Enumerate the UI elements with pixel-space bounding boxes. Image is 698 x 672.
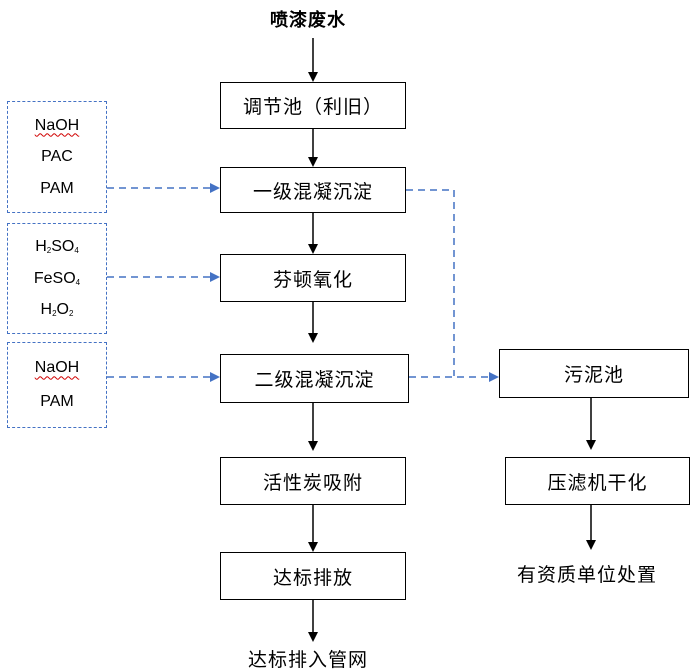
reagent-group-2: H2SO4 FeSO4 H2O2 xyxy=(7,223,107,334)
output-sludge: 有资质单位处置 xyxy=(517,564,658,586)
reagent-h2o2: H2O2 xyxy=(40,300,74,318)
reagent-naoh-2: NaOH xyxy=(34,359,80,377)
filter-press-drying: 压滤机干化 xyxy=(505,457,690,505)
diagram-title: 喷漆废水 xyxy=(270,10,346,31)
reagent-pac: PAC xyxy=(41,148,73,165)
dashed-sludge-from-step2 xyxy=(406,189,455,376)
step-adjustment-tank: 调节池（利旧） xyxy=(220,82,406,129)
reagent-group-1: NaOH PAC PAM xyxy=(7,101,107,213)
output-main: 达标排入管网 xyxy=(248,649,369,671)
reagent-pam-2: PAM xyxy=(40,392,74,410)
step-compliant-discharge: 达标排放 xyxy=(220,552,406,600)
reagent-pam: PAM xyxy=(40,179,74,197)
reagent-naoh: NaOH xyxy=(34,116,80,134)
step-activated-carbon: 活性炭吸附 xyxy=(220,457,406,505)
step-fenton-oxidation: 芬顿氧化 xyxy=(220,254,406,302)
step-secondary-coagulation: 二级混凝沉淀 xyxy=(220,354,409,403)
reagent-h2so4: H2SO4 xyxy=(35,238,79,256)
reagent-group-3: NaOH PAM xyxy=(7,342,107,428)
step-primary-coagulation: 一级混凝沉淀 xyxy=(220,167,406,213)
reagent-feso4: FeSO4 xyxy=(33,269,81,287)
sludge-tank: 污泥池 xyxy=(499,349,689,398)
